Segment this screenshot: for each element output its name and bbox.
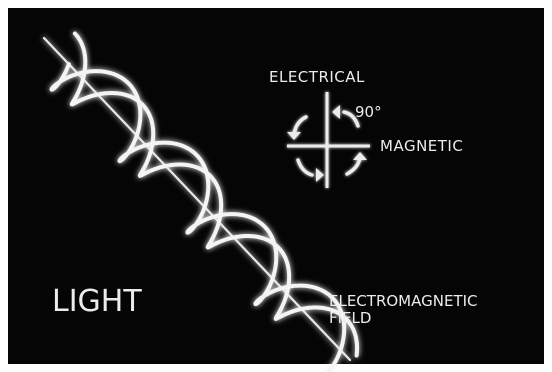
- electrical-label: ELECTRICAL: [269, 68, 365, 86]
- light-label: LIGHT: [52, 284, 142, 319]
- angle-label: 90°: [355, 103, 382, 121]
- electromagnetic-label: ELECTROMAGNETIC: [329, 292, 478, 310]
- magnetic-label: MAGNETIC: [380, 137, 463, 155]
- field-label: FIELD: [329, 309, 371, 327]
